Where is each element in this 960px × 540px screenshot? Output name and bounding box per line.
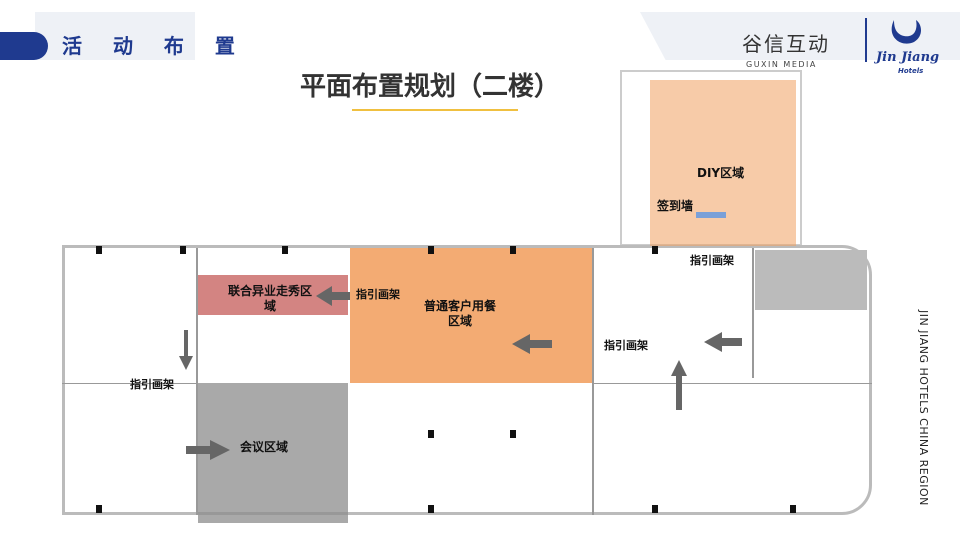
wall — [594, 383, 872, 384]
page-title: 平面布置规划（二楼） — [299, 72, 560, 102]
guide-stand-label: 指引画架 — [604, 339, 648, 352]
column — [652, 505, 658, 513]
side-text: JIN JIANG HOTELS CHINA REGION — [917, 310, 930, 506]
guide-stand-label: 指引画架 — [130, 378, 174, 391]
wall — [592, 248, 594, 515]
column — [428, 430, 434, 438]
column — [428, 246, 434, 254]
guide-stand-label: 指引画架 — [356, 288, 400, 301]
crossover-zone-label: 联合异业走秀区域 — [228, 284, 313, 313]
column — [510, 246, 516, 254]
column — [96, 505, 102, 513]
arrow-left-icon — [316, 286, 350, 306]
kitchen-area — [755, 250, 867, 310]
guxin-logo-en: GUXIN MEDIA — [746, 60, 817, 69]
header-backdrop — [35, 12, 195, 60]
column — [428, 505, 434, 513]
jinjiang-logo-icon — [891, 20, 921, 44]
meeting-zone-label: 会议区域 — [240, 440, 289, 454]
jinjiang-logo: Jin Jiang — [876, 50, 940, 65]
dining-zone-label: 普通客户用餐区域 — [423, 299, 496, 328]
title-underline — [352, 109, 518, 111]
column — [282, 246, 288, 254]
wall — [196, 248, 198, 515]
arrow-up-icon — [671, 360, 687, 410]
column — [510, 430, 516, 438]
wall — [62, 383, 197, 384]
logo-backdrop — [640, 12, 960, 60]
column — [790, 505, 796, 513]
sign-wall-label: 签到墙 — [657, 199, 694, 213]
arrow-left-icon — [512, 334, 552, 354]
header-bar — [0, 32, 48, 60]
arrow-left-icon — [704, 332, 742, 352]
arrow-down-icon — [179, 330, 193, 370]
column — [180, 246, 186, 254]
diy-zone-label: DIY区域 — [697, 166, 745, 180]
guxin-logo: 谷信互动 — [742, 32, 830, 56]
column — [652, 246, 658, 254]
logo-divider — [865, 18, 867, 62]
wall — [752, 248, 754, 378]
arrow-right-icon — [186, 440, 230, 460]
guide-stand-label: 指引画架 — [690, 254, 734, 267]
section-title: 活 动 布 置 — [62, 34, 247, 58]
jinjiang-logo-sub: Hotels — [898, 67, 924, 75]
sign-wall-mark — [696, 212, 726, 218]
dining-zone — [350, 248, 592, 383]
diy-zone — [650, 80, 796, 246]
column — [96, 246, 102, 254]
